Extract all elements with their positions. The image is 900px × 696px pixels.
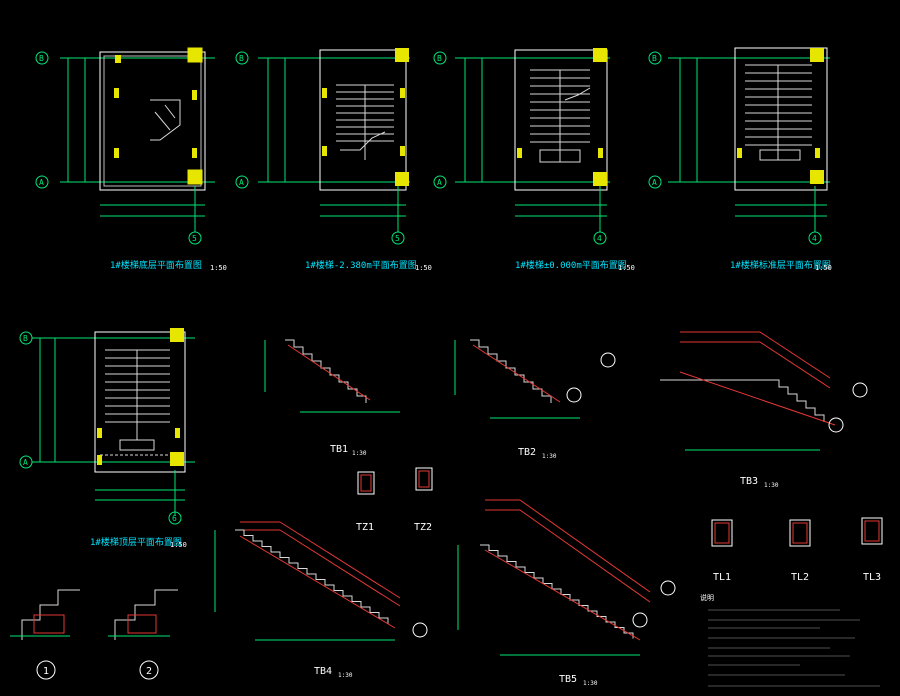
plan-caption: 1#楼梯底层平面布置图 bbox=[110, 259, 202, 271]
notes-block: 说明 bbox=[700, 593, 880, 687]
plan-typical-floor bbox=[668, 47, 830, 232]
plan-scale: 1:50 bbox=[618, 264, 635, 272]
tz2-label: TZ2 bbox=[414, 522, 432, 533]
plan-scale: 1:50 bbox=[210, 264, 227, 272]
axis-b-label: B bbox=[23, 334, 28, 343]
handrail bbox=[759, 341, 831, 389]
plan-scale: 1:50 bbox=[170, 541, 187, 549]
axis-a-label: A bbox=[437, 178, 442, 187]
detail-1-label: 1 bbox=[43, 666, 49, 677]
tb5-label: TB5 bbox=[559, 674, 577, 685]
axis-b-label: B bbox=[39, 54, 44, 63]
plan-caption: 1#楼梯标准层平面布置图 bbox=[730, 259, 831, 271]
axis-a-label: A bbox=[39, 178, 44, 187]
tb4-label: TB4 bbox=[314, 666, 332, 677]
detail-callout-bubble bbox=[852, 382, 868, 398]
stair-profile bbox=[235, 529, 389, 624]
plan-zero-level bbox=[455, 48, 610, 232]
tl3-label: TL3 bbox=[863, 572, 881, 583]
handrail bbox=[759, 331, 831, 379]
plan-scale: 1:50 bbox=[415, 264, 432, 272]
tz-sections bbox=[357, 467, 433, 495]
plan-top-floor bbox=[32, 328, 195, 516]
stair-profile bbox=[285, 339, 367, 403]
rebar-line bbox=[472, 344, 561, 403]
detail-2-label: 2 bbox=[146, 666, 152, 677]
stair-profile bbox=[770, 379, 825, 422]
handrail bbox=[279, 529, 401, 607]
tb1-label: TB1 bbox=[330, 444, 348, 455]
tb2-label: TB2 bbox=[518, 447, 536, 458]
stair-profile bbox=[470, 339, 552, 403]
detail-callout-bubble bbox=[566, 387, 582, 403]
axis-5-label: 5 bbox=[192, 234, 197, 243]
notes-title: 说明 bbox=[700, 593, 714, 602]
detail-callout-bubble bbox=[632, 612, 648, 628]
section-labels: TB1 1:30 TB2 1:30 TB3 1:30 TB4 1:30 TB5 … bbox=[43, 444, 881, 687]
handrail bbox=[519, 499, 651, 593]
tz1-label: TZ1 bbox=[356, 522, 374, 533]
axis-labels: B A B A B A B A B A 5 5 4 4 6 bbox=[23, 54, 817, 523]
axis-4-label: 4 bbox=[597, 234, 602, 243]
handrail bbox=[519, 509, 651, 603]
detail-callout-bubble bbox=[828, 417, 844, 433]
tl-sections bbox=[711, 517, 883, 547]
stair-sections bbox=[214, 331, 868, 656]
tb1-scale: 1:30 bbox=[352, 450, 367, 457]
plan-ground-floor bbox=[60, 47, 215, 232]
rebar-line bbox=[239, 535, 396, 629]
rebar-line bbox=[484, 549, 641, 641]
axis-bubbles bbox=[19, 51, 822, 525]
detail-callout-bubble bbox=[412, 622, 428, 638]
tl2-label: TL2 bbox=[791, 572, 809, 583]
plan-scale: 1:50 bbox=[815, 264, 832, 272]
axis-a-label: A bbox=[652, 178, 657, 187]
plan-caption: 1#楼梯±0.000m平面布置图 bbox=[515, 259, 627, 271]
plan-caption: 1#楼梯顶层平面布置图 bbox=[90, 536, 182, 548]
plan-captions: 1#楼梯底层平面布置图 1:50 1#楼梯-2.380m平面布置图 1:50 1… bbox=[90, 259, 832, 549]
tb2-scale: 1:30 bbox=[542, 453, 557, 460]
tb5-scale: 1:30 bbox=[583, 680, 598, 687]
axis-b-label: B bbox=[239, 54, 244, 63]
axis-a-label: A bbox=[239, 178, 244, 187]
handrail bbox=[279, 521, 401, 599]
axis-b-label: B bbox=[652, 54, 657, 63]
axis-5-label: 5 bbox=[395, 234, 400, 243]
tb3-scale: 1:30 bbox=[764, 482, 779, 489]
tb4-scale: 1:30 bbox=[338, 672, 353, 679]
tb3-label: TB3 bbox=[740, 476, 758, 487]
axis-4-label: 4 bbox=[812, 234, 817, 243]
plan-caption: 1#楼梯-2.380m平面布置图 bbox=[305, 259, 417, 271]
detail-callout-bubble bbox=[600, 352, 616, 368]
plan-minus-2380 bbox=[258, 48, 410, 232]
axis-6-label: 6 bbox=[172, 514, 177, 523]
axis-b-label: B bbox=[437, 54, 442, 63]
detail-callout-bubble bbox=[660, 580, 676, 596]
node-details bbox=[10, 589, 178, 680]
axis-a-label: A bbox=[23, 458, 28, 467]
rebar-line bbox=[287, 344, 371, 401]
rebar-line bbox=[679, 371, 836, 426]
tl1-label: TL1 bbox=[713, 572, 731, 583]
